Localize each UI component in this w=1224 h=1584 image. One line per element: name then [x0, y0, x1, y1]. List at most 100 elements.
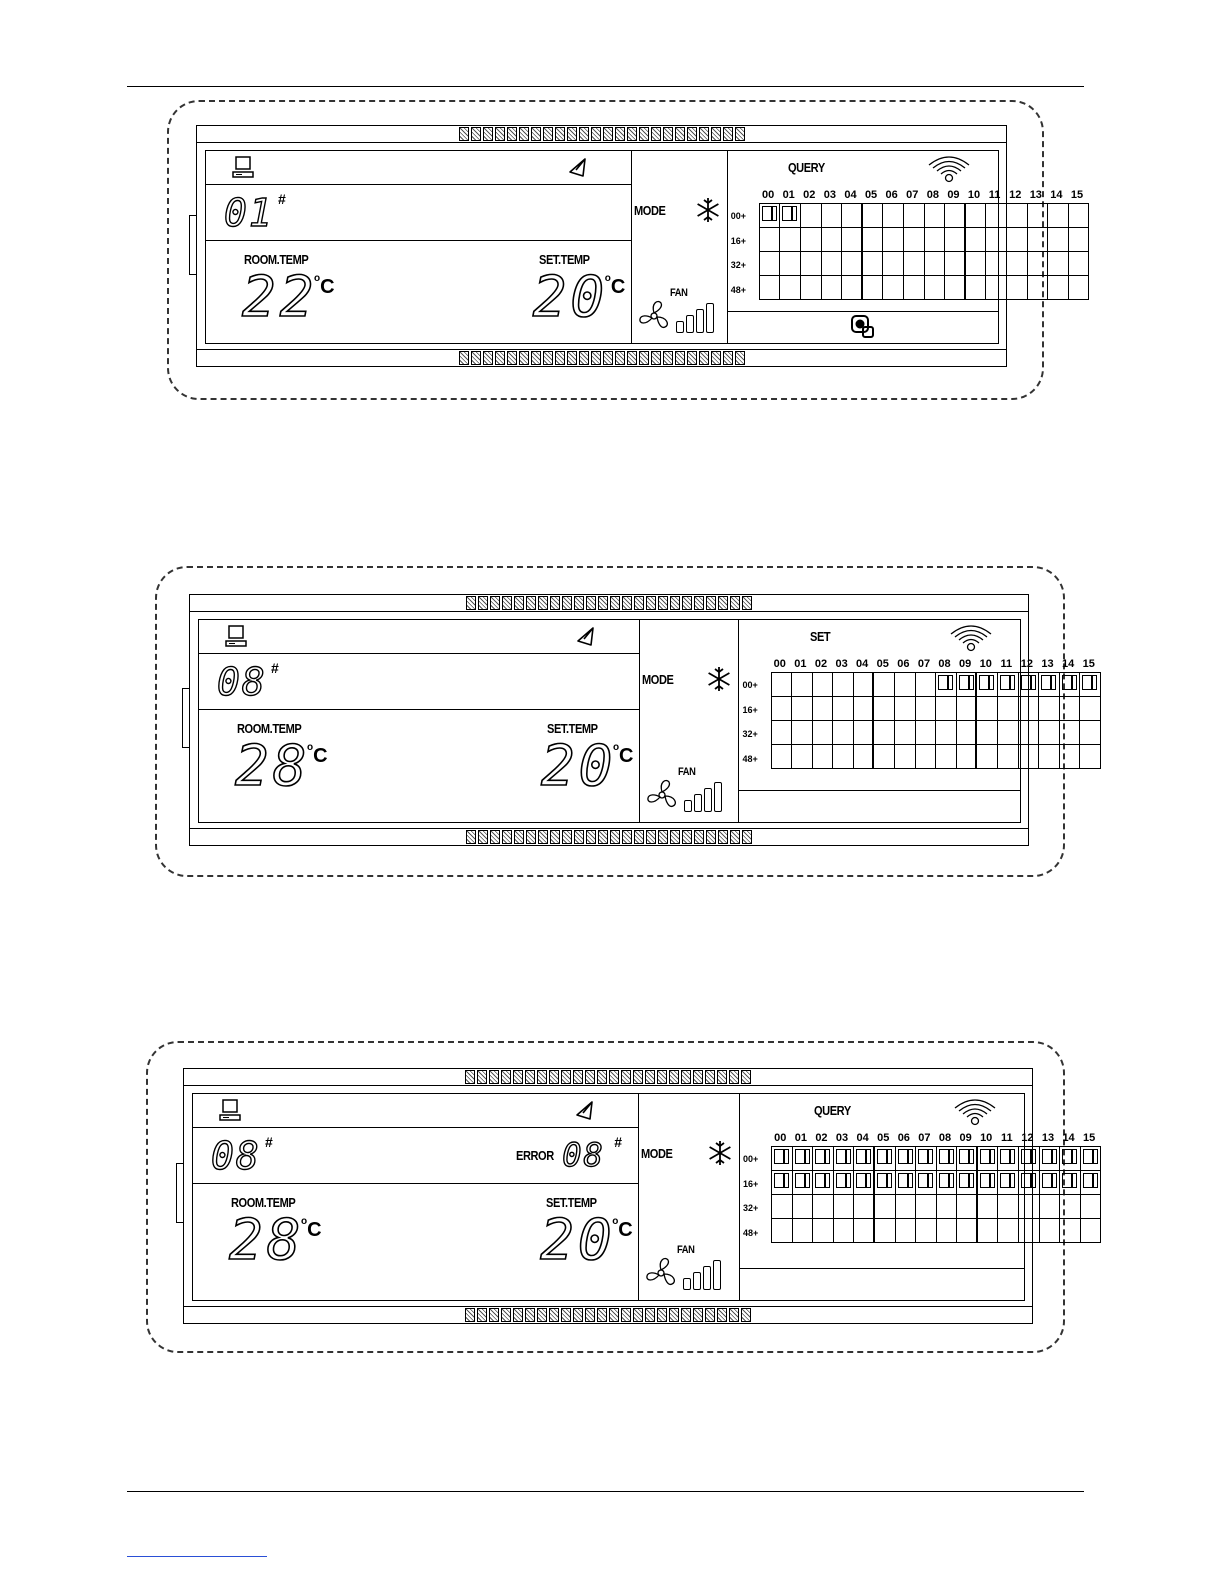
grid-cell[interactable] — [874, 1147, 896, 1171]
grid-cell[interactable] — [1080, 697, 1101, 721]
grid-cell[interactable] — [945, 252, 966, 276]
grid-cell[interactable] — [812, 673, 834, 697]
grid-cell[interactable] — [965, 204, 987, 228]
grid-cell[interactable] — [1060, 1171, 1081, 1195]
grid-cell[interactable] — [1019, 1219, 1040, 1243]
grid-cell[interactable] — [842, 204, 863, 228]
grid-cell[interactable] — [965, 228, 987, 252]
grid-cell[interactable] — [956, 745, 978, 769]
grid-cell[interactable] — [792, 721, 813, 745]
grid-cell[interactable] — [812, 745, 834, 769]
grid-cell[interactable] — [792, 745, 813, 769]
grid-cell[interactable] — [895, 697, 916, 721]
grid-cell[interactable] — [977, 673, 999, 697]
grid-cell[interactable] — [833, 697, 854, 721]
grid-cell[interactable] — [821, 252, 843, 276]
grid-cell[interactable] — [986, 276, 1007, 300]
grid-cell[interactable] — [833, 1219, 855, 1243]
grid-cell[interactable] — [957, 1171, 978, 1195]
grid-cell[interactable] — [812, 697, 834, 721]
grid-cell[interactable] — [780, 252, 801, 276]
grid-cell[interactable] — [956, 721, 978, 745]
grid-cell[interactable] — [874, 1219, 896, 1243]
grid-cell[interactable] — [986, 252, 1007, 276]
grid-cell[interactable] — [771, 673, 793, 697]
grid-cell[interactable] — [903, 228, 925, 252]
grid-cell[interactable] — [792, 1195, 814, 1219]
grid-cell[interactable] — [895, 745, 916, 769]
grid-cell[interactable] — [874, 1171, 896, 1195]
grid-cell[interactable] — [916, 1147, 937, 1171]
grid-cell[interactable] — [883, 276, 904, 300]
grid-cell[interactable] — [862, 252, 884, 276]
grid-cell[interactable] — [977, 1195, 999, 1219]
grid-cell[interactable] — [936, 673, 957, 697]
grid-cell[interactable] — [833, 1195, 855, 1219]
grid-cell[interactable] — [1039, 697, 1060, 721]
grid-cell[interactable] — [945, 276, 966, 300]
grid-cell[interactable] — [883, 252, 904, 276]
grid-cell[interactable] — [1039, 745, 1060, 769]
grid-cell[interactable] — [1048, 276, 1069, 300]
grid-cell[interactable] — [1059, 697, 1081, 721]
grid-cell[interactable] — [842, 252, 863, 276]
grid-cell[interactable] — [924, 204, 946, 228]
grid-cell[interactable] — [853, 673, 875, 697]
grid-cell[interactable] — [998, 1195, 1020, 1219]
grid-cell[interactable] — [1018, 673, 1040, 697]
grid-cell[interactable] — [957, 1147, 978, 1171]
grid-cell[interactable] — [1006, 228, 1028, 252]
grid-cell[interactable] — [833, 673, 854, 697]
grid-cell[interactable] — [936, 1219, 958, 1243]
grid-cell[interactable] — [759, 252, 781, 276]
grid-cell[interactable] — [903, 204, 925, 228]
grid-cell[interactable] — [998, 745, 1019, 769]
grid-cell[interactable] — [1006, 276, 1028, 300]
grid-cell[interactable] — [1027, 204, 1049, 228]
grid-cell[interactable] — [936, 721, 957, 745]
grid-cell[interactable] — [915, 697, 937, 721]
grid-cell[interactable] — [936, 697, 957, 721]
grid-cell[interactable] — [862, 276, 884, 300]
grid-cell[interactable] — [1039, 1171, 1061, 1195]
grid-cell[interactable] — [1027, 228, 1049, 252]
grid-cell[interactable] — [1068, 252, 1090, 276]
grid-cell[interactable] — [998, 1171, 1020, 1195]
grid-cell[interactable] — [895, 1219, 917, 1243]
grid-cell[interactable] — [916, 1171, 937, 1195]
grid-cell[interactable] — [1059, 721, 1081, 745]
grid-cell[interactable] — [1068, 228, 1090, 252]
grid-cell[interactable] — [924, 276, 946, 300]
grid-cell[interactable] — [1027, 276, 1049, 300]
grid-cell[interactable] — [986, 204, 1007, 228]
grid-cell[interactable] — [915, 721, 937, 745]
grid-cell[interactable] — [771, 1171, 793, 1195]
grid-cell[interactable] — [1048, 252, 1069, 276]
grid-cell[interactable] — [800, 228, 822, 252]
grid-cell[interactable] — [977, 1219, 999, 1243]
grid-cell[interactable] — [1018, 745, 1040, 769]
grid-cell[interactable] — [977, 745, 999, 769]
grid-cell[interactable] — [895, 1195, 917, 1219]
grid-cell[interactable] — [1019, 1171, 1040, 1195]
grid-cell[interactable] — [771, 697, 793, 721]
grid-cell[interactable] — [1019, 1147, 1040, 1171]
grid-cell[interactable] — [759, 204, 781, 228]
grid-cell[interactable] — [1039, 721, 1060, 745]
grid-cell[interactable] — [945, 204, 966, 228]
grid-cell[interactable] — [956, 697, 978, 721]
grid-cell[interactable] — [1080, 1147, 1102, 1171]
grid-cell[interactable] — [915, 745, 937, 769]
grid-cell[interactable] — [800, 204, 822, 228]
grid-cell[interactable] — [771, 1219, 793, 1243]
grid-cell[interactable] — [957, 1195, 978, 1219]
grid-cell[interactable] — [821, 276, 843, 300]
grid-cell[interactable] — [792, 697, 813, 721]
grid-cell[interactable] — [1039, 1219, 1061, 1243]
grid-cell[interactable] — [1019, 1195, 1040, 1219]
grid-cell[interactable] — [812, 721, 834, 745]
grid-cell[interactable] — [1068, 204, 1090, 228]
grid-cell[interactable] — [780, 276, 801, 300]
grid-cell[interactable] — [771, 1195, 793, 1219]
grid-cell[interactable] — [936, 1147, 958, 1171]
